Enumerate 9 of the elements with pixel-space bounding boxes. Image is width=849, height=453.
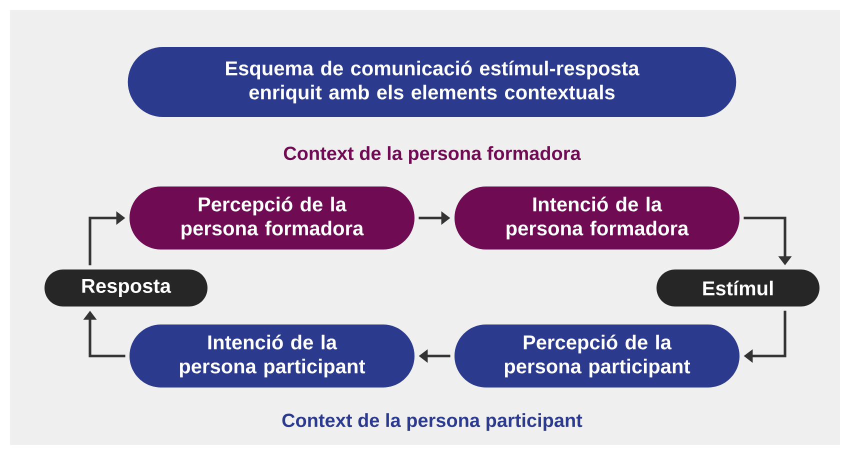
context-label: Context de la persona participant	[282, 413, 582, 431]
title-banner: Esquema de comunicació estímul-resposta enriquit amb els elements contextuals	[128, 47, 736, 117]
process-pill: Percepció de la persona formadora	[130, 186, 414, 250]
terminal-pill: Estímul	[656, 270, 820, 306]
process-pill: Intenció de la persona participant	[130, 324, 414, 388]
process-pill: Percepció de la persona participant	[454, 324, 740, 388]
context-label: Context de la persona formadora	[284, 146, 581, 164]
terminal-pill: Resposta	[44, 270, 208, 306]
process-pill: Intenció de la persona formadora	[454, 186, 740, 250]
